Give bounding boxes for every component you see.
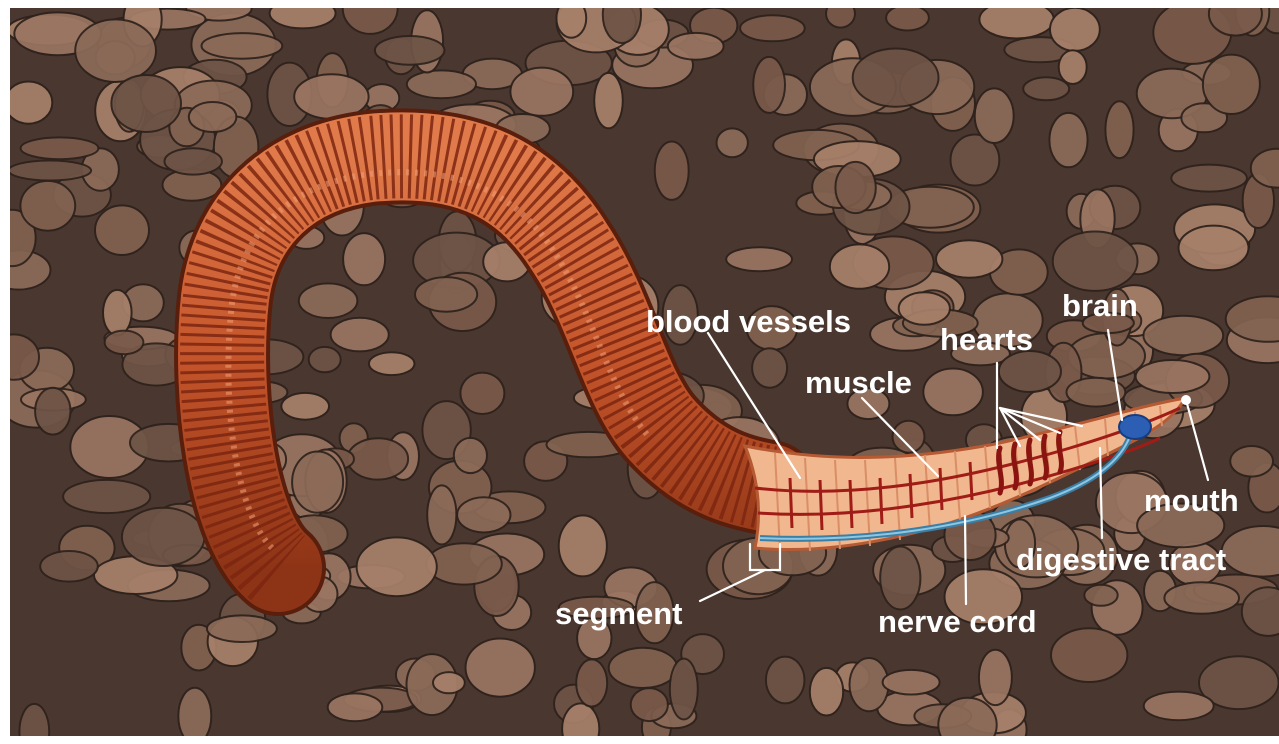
- brain-organ: [1119, 415, 1151, 439]
- label-hearts: hearts: [940, 322, 1033, 357]
- label-nerve-cord: nerve cord: [878, 604, 1037, 639]
- label-blood-vessels: blood vessels: [646, 304, 851, 339]
- label-mouth: mouth: [1144, 483, 1239, 518]
- label-brain: brain: [1062, 288, 1138, 323]
- label-muscle: muscle: [805, 365, 912, 400]
- earthworm-illustration: blood vessels muscle hearts brain mouth …: [10, 8, 1279, 736]
- label-digestive-tract: digestive tract: [1016, 542, 1226, 577]
- label-segment: segment: [555, 596, 682, 631]
